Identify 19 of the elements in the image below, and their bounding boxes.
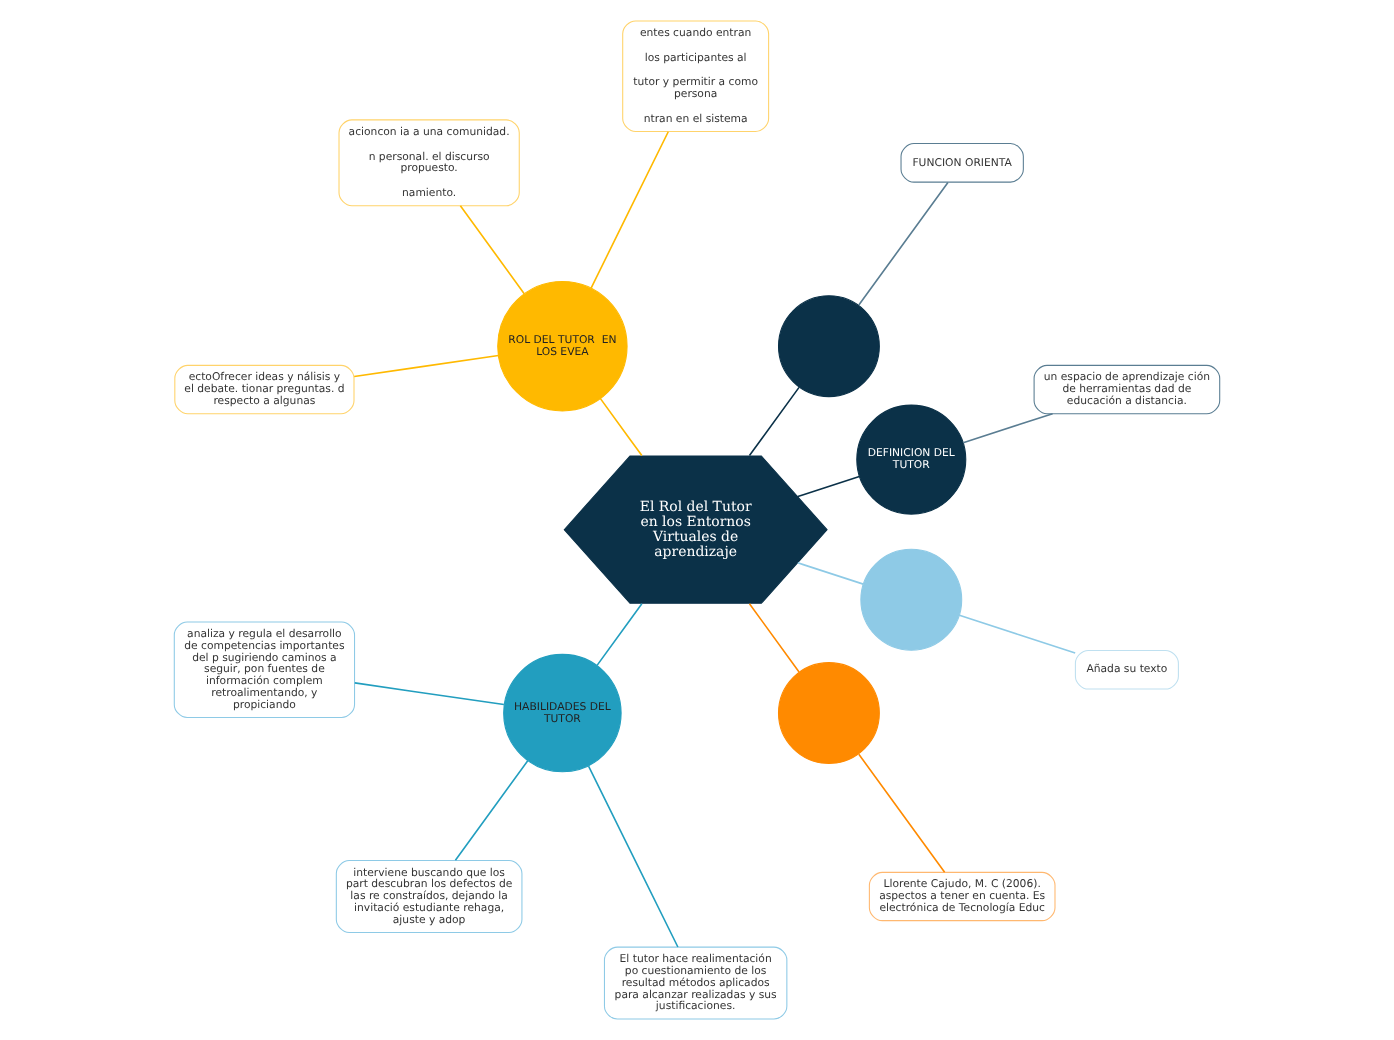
node-circle [777,295,880,398]
connector [353,682,505,706]
connector [587,765,679,948]
connector [962,412,1054,444]
connector [599,397,643,457]
connector [748,602,800,673]
node-circle [777,662,880,765]
connector [596,602,643,667]
connector [797,475,861,498]
connector [858,181,949,306]
connector [958,614,1076,654]
connector [459,205,525,295]
connector [858,753,946,874]
connector [353,354,500,378]
connector [748,386,800,457]
node-circle [860,548,963,651]
connector [454,759,529,862]
connector [590,130,670,290]
connector [797,562,865,585]
